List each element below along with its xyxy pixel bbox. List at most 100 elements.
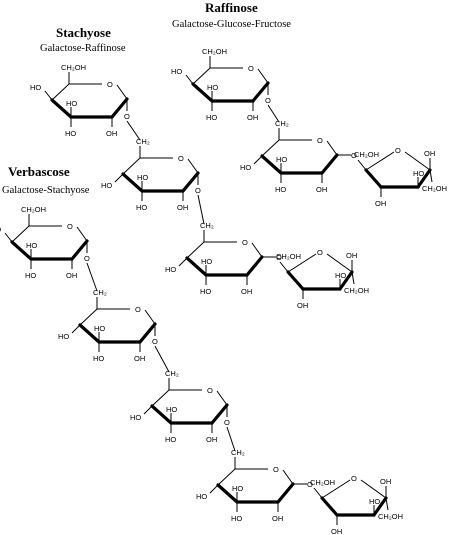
c4-hydroxyl-label: HO xyxy=(30,83,41,92)
c4-oh-bond xyxy=(44,90,53,101)
c3-hydroxyl-label: HO xyxy=(166,405,177,414)
c4-hydroxyl-label: HO xyxy=(101,181,112,190)
pyranose-ring-back-bond xyxy=(122,157,173,175)
verbascose-fructose-ch2oh-bond xyxy=(313,487,323,499)
ring-oxygen-label: O xyxy=(242,238,248,247)
c3-hydroxyl-label: HO xyxy=(276,155,287,164)
c4-oh-bond xyxy=(71,324,81,334)
ch2-link-label: CH₂ xyxy=(231,448,245,457)
ring-oxygen-label: O xyxy=(248,64,254,73)
c2-hydroxyl-label: OH xyxy=(177,203,188,212)
c3-lower-label: HO xyxy=(231,514,242,523)
verbascose-subtitle: Galactose-Stachyose xyxy=(2,185,90,196)
c4-oh-bond xyxy=(178,257,188,267)
c3-lower-label: HO xyxy=(165,435,176,444)
stachyose-fructose-ho-label: HO xyxy=(335,271,346,280)
c4-oh-bond xyxy=(143,405,153,415)
pyranose-ring-oxygen-bond xyxy=(187,158,199,174)
pyranose-ring-front-bond xyxy=(185,255,264,277)
pyranose-ring-front-bond xyxy=(78,322,157,344)
glycosidic-bond xyxy=(86,262,98,292)
c3-hydroxyl-label: HO xyxy=(207,83,218,92)
c4-oh-bond xyxy=(114,173,124,183)
pyranose-ring-front-bond xyxy=(260,153,339,175)
c3-hydroxyl-label: HO xyxy=(137,173,148,182)
ch2oh-label: CH₂OH xyxy=(21,205,46,214)
glycosidic-bond xyxy=(197,194,205,225)
glycosidic-oxygen-label: O xyxy=(124,112,130,121)
pyranose-ring-back-bond xyxy=(51,83,102,101)
c4-hydroxyl-label: HO xyxy=(130,413,141,422)
pyranose-ring-oxygen-bond xyxy=(216,390,228,406)
ring-oxygen-label: O xyxy=(67,222,73,231)
c4-hydroxyl-label: HO xyxy=(171,67,182,76)
glycosidic-oxygen-label: O xyxy=(152,337,158,346)
c4-oh-bond xyxy=(253,155,263,165)
glc-fru-oxygen-label: O xyxy=(276,253,282,262)
stachyose-fructose-oxygen-bond xyxy=(326,253,353,273)
c3-hydroxyl-label: HO xyxy=(201,257,212,266)
glycosidic-bond xyxy=(267,104,280,123)
pyranose-ring-back-bond xyxy=(79,308,130,326)
ring-oxygen-label: O xyxy=(135,305,141,314)
verbascose-fructose-ch2oh2-bond xyxy=(385,497,389,511)
verbascose-fructose-ring-oxygen-label: O xyxy=(351,474,357,483)
stachyose-subtitle: Galactose-Raffinose xyxy=(40,43,126,54)
pyranose-ring-oxygen-bond xyxy=(116,84,128,100)
ch2oh-label: CH₂OH xyxy=(61,63,86,72)
c2-hydroxyl-label: OH xyxy=(66,271,77,280)
pyranose-ring-front-bond xyxy=(216,482,295,504)
c2-hydroxyl-label: OH xyxy=(316,185,327,194)
raffinose-title: Raffinose xyxy=(205,0,258,15)
pyranose-ring-oxygen-bond xyxy=(326,140,338,156)
c4-hydroxyl-label: HO xyxy=(0,225,1,234)
ch2-link-label: CH₂ xyxy=(165,369,179,378)
pyranose-ring-back-bond xyxy=(186,241,237,259)
c3-hydroxyl-label: HO xyxy=(232,484,243,493)
verbascose-fructose-ch2oh-label: CH₂OH xyxy=(310,478,335,487)
raffinose-subtitle: Galactose-Glucose-Fructose xyxy=(172,19,291,30)
stachyose-fructose-oxygen-bond xyxy=(287,253,317,273)
raffinose-fructose-ch2oh2-label: CH₂OH xyxy=(422,184,447,193)
glycosidic-oxygen-label: O xyxy=(84,254,90,263)
raffinose-fructose-oxygen-bond xyxy=(404,151,431,171)
stachyose-title: Stachyose xyxy=(56,25,111,40)
c3-lower-label: HO xyxy=(206,113,217,122)
c2-hydroxyl-label: OH xyxy=(106,129,117,138)
glycosidic-oxygen-label: O xyxy=(224,418,230,427)
pyranose-ring-back-bond xyxy=(261,139,312,157)
c3-lower-label: HO xyxy=(65,129,76,138)
glc-fru-oxygen-label: O xyxy=(307,480,313,489)
raffinose-fructose-ch2oh-bond xyxy=(357,159,367,171)
stachyose-fructose-ch2oh-bond xyxy=(279,261,289,273)
stachyose-fructose-oh-top-label: OH xyxy=(346,251,357,260)
ring-oxygen-label: O xyxy=(273,465,279,474)
pyranose-ring-front-bond xyxy=(191,81,270,103)
c3-lower-label: HO xyxy=(200,287,211,296)
c3-hydroxyl-label: HO xyxy=(26,241,37,250)
glycosidic-oxygen-label: O xyxy=(265,96,271,105)
pyranose-ring-front-bond xyxy=(10,239,89,261)
pyranose-ring-oxygen-bond xyxy=(76,226,88,242)
c3-lower-label: HO xyxy=(93,354,104,363)
verbascose-fructose-oxygen-bond xyxy=(360,479,387,499)
verbascose-fructose-right-bond xyxy=(372,496,388,517)
glycosidic-oxygen-label: O xyxy=(195,186,201,195)
c4-hydroxyl-label: HO xyxy=(165,265,176,274)
pyranose-ring-back-bond xyxy=(11,225,62,243)
raffinose-fructose-ch2oh-label: CH₂OH xyxy=(354,150,379,159)
raffinose-fructose-oh-top-label: OH xyxy=(424,149,435,158)
ch2-link-label: CH₂ xyxy=(136,137,150,146)
stachyose-fructose-left-bond xyxy=(286,270,305,291)
verbascose-fructose-ch2oh2-label: CH₂OH xyxy=(378,512,403,521)
verbascose-fructose-ho-label: HO xyxy=(369,497,380,506)
pyranose-ring-front-bond xyxy=(121,171,200,193)
ring-oxygen-label: O xyxy=(207,386,213,395)
stachyose-fructose-ch2oh2-bond xyxy=(351,271,355,285)
c3-lower-label: HO xyxy=(136,203,147,212)
c2-hydroxyl-label: OH xyxy=(134,354,145,363)
c3-hydroxyl-label: HO xyxy=(66,99,77,108)
glc-fru-oxygen-label: O xyxy=(351,151,357,160)
stachyose-fructose-right-bond xyxy=(338,270,354,291)
